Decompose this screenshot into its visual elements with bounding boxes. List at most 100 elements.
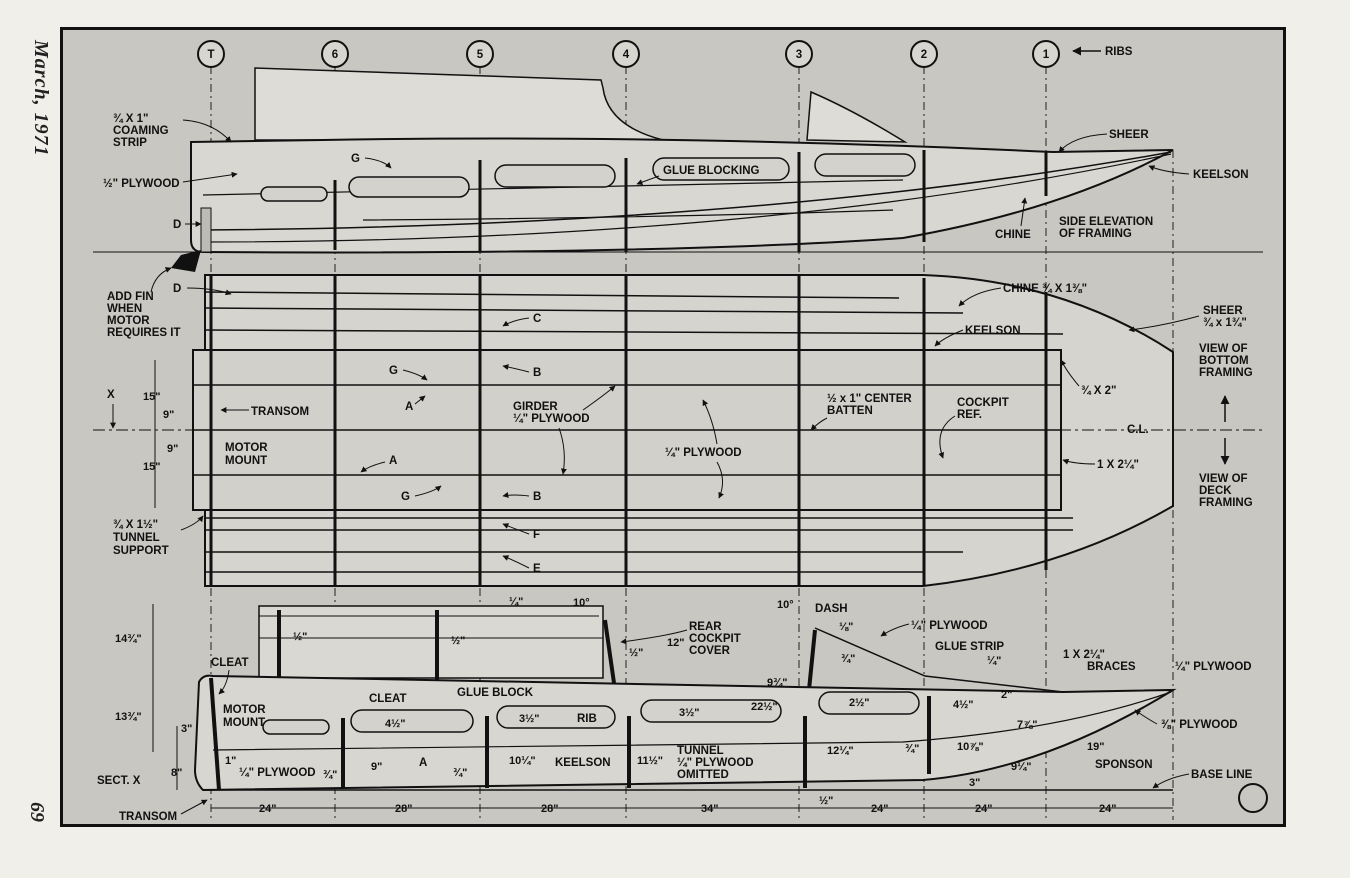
- dim-11-5: 11½": [637, 755, 663, 767]
- dim-9-top: 9": [163, 409, 174, 421]
- chine-label-side: CHINE: [995, 229, 1031, 241]
- dim-10-25: 10¼": [509, 755, 536, 767]
- glue-strip-label: GLUE STRIP: [935, 641, 1004, 653]
- dim-quarter-b: ¼": [987, 655, 1001, 667]
- dim-13-75: 13¾": [115, 711, 142, 723]
- svg-text:1: 1: [1043, 49, 1050, 61]
- a-label-plan-bottom: A: [389, 455, 397, 467]
- dim-12: 12": [667, 637, 684, 649]
- dim-2-5: 2½": [849, 697, 870, 709]
- d-label-side: D: [173, 219, 181, 231]
- glue-blocking-label: GLUE BLOCKING: [663, 165, 760, 177]
- span-34: 34": [701, 803, 718, 815]
- svg-text:4: 4: [623, 49, 630, 61]
- dim-9-75: 9¾": [767, 677, 788, 689]
- dim-half-bottom: ½": [819, 795, 833, 807]
- sponson-label: SPONSON: [1095, 759, 1153, 771]
- deck-framing-label-l1: VIEW OF: [1199, 473, 1248, 485]
- dim-3-left: 3": [181, 723, 192, 735]
- span-24-c: 24": [975, 803, 992, 815]
- center-line-label: C.L.: [1127, 424, 1149, 436]
- e-label: E: [533, 563, 541, 575]
- rib-marker-5: 5: [466, 40, 494, 68]
- dim-22-5: 22½": [751, 701, 778, 713]
- motor-mount-label-l2: MOUNT: [225, 455, 267, 467]
- keelson-label-section: KEELSON: [555, 757, 611, 769]
- fin-label-l3: MOTOR: [107, 315, 150, 327]
- svg-text:6: 6: [332, 49, 338, 61]
- section-profile-view: 14¾" 13¾" 3" 8" SECT. X TRANSOM CLEAT ½"…: [97, 596, 1268, 823]
- rear-cockpit-l2: COCKPIT: [689, 633, 741, 645]
- b-label-bottom: B: [533, 491, 541, 503]
- half-plywood-label: ½" PLYWOOD: [103, 178, 180, 190]
- cockpit-ref-label-l1: COCKPIT: [957, 397, 1009, 409]
- dim-14-75: 14¾": [115, 633, 142, 645]
- ribs-label: RIBS: [1105, 46, 1133, 58]
- dim-9: 9": [371, 761, 382, 773]
- fin-label-l2: WHEN: [107, 303, 142, 315]
- rear-cockpit-l3: COVER: [689, 645, 731, 657]
- span-24-a: 24": [259, 803, 276, 815]
- transom-label-section: TRANSOM: [119, 811, 177, 823]
- dim-3-5-a: 3½": [519, 713, 540, 725]
- dim-4-5-b: 4½": [953, 699, 974, 711]
- base-line-label: BASE LINE: [1191, 769, 1253, 781]
- dim-15-bottom: 15": [143, 461, 160, 473]
- rib-marker-4: 4: [612, 40, 640, 68]
- sect-x-label: SECT. X: [97, 775, 141, 787]
- rib-marker-1: 1: [1032, 40, 1060, 68]
- chine-label-plan: CHINE ¾ X 1⅜": [1003, 283, 1087, 295]
- svg-text:2: 2: [921, 49, 927, 61]
- dim-eighth: ⅛": [839, 621, 853, 633]
- fin-label-l1: ADD FIN: [107, 291, 154, 303]
- dim-4-5: 4½": [385, 718, 406, 730]
- tunnel-support-label-l2: TUNNEL: [113, 532, 160, 544]
- svg-text:3: 3: [796, 49, 802, 61]
- girder-label-l2: ¼" PLYWOOD: [513, 413, 590, 425]
- dim-3-5-b: 3½": [679, 707, 700, 719]
- side-elevation-title-l1: SIDE ELEVATION: [1059, 216, 1153, 228]
- quarter-plywood-label-plan: ¼" PLYWOOD: [665, 447, 742, 459]
- cleat-label-b: CLEAT: [369, 693, 406, 705]
- span-28-a: 28": [395, 803, 412, 815]
- keelson-label-side: KEELSON: [1193, 169, 1249, 181]
- motor-mount-label-l1: MOTOR: [225, 442, 268, 454]
- d-label-plan: D: [173, 283, 181, 295]
- dim-half-3: ½": [629, 647, 643, 659]
- cockpit-ref-label-l2: REF.: [957, 409, 982, 421]
- span-28-b: 28": [541, 803, 558, 815]
- a-label-section: A: [419, 757, 427, 769]
- span-24-b: 24": [871, 803, 888, 815]
- dash-label: DASH: [815, 603, 848, 615]
- dim-three-quarter-c: ¾": [453, 767, 467, 779]
- g-label-plan-bottom: G: [401, 491, 410, 503]
- dim-half-2: ½": [451, 635, 465, 647]
- g-label-side: G: [351, 153, 360, 165]
- dim-19: 19": [1087, 741, 1104, 753]
- braces-label: BRACES: [1087, 661, 1136, 673]
- coaming-label-l1: ¾ X 1": [113, 113, 149, 125]
- tunnel-omitted-l2: ¼" PLYWOOD: [677, 757, 754, 769]
- coaming-label-l3: STRIP: [113, 137, 147, 149]
- page-number: 69: [26, 802, 48, 822]
- sheer-label-plan-l1: SHEER: [1203, 305, 1243, 317]
- deck-framing-label-l3: FRAMING: [1199, 497, 1253, 509]
- rib-markers: T 6 5 4 3 2 1 RIBS: [197, 40, 1133, 68]
- girder-label-l1: GIRDER: [513, 401, 558, 413]
- dim-three-quarter-d: ¾": [905, 743, 919, 755]
- dim-10-deg-b: 10°: [777, 599, 794, 611]
- three-quarter-2-label: ¾ X 2": [1081, 385, 1117, 397]
- svg-text:T: T: [207, 49, 214, 61]
- sheer-label-side: SHEER: [1109, 129, 1149, 141]
- dim-3-right: 3": [969, 777, 980, 789]
- motor-mount-section-l2: MOUNT: [223, 717, 265, 729]
- coaming-label-l2: COAMING: [113, 125, 169, 137]
- rib-marker-6: 6: [321, 40, 349, 68]
- dim-1: 1": [225, 755, 236, 767]
- motor-mount-section-l1: MOTOR: [223, 704, 266, 716]
- rib-marker-2: 2: [910, 40, 938, 68]
- glue-block-label: GLUE BLOCK: [457, 687, 534, 699]
- quarter-plywood-label-right: ¼" PLYWOOD: [1175, 661, 1252, 673]
- b-label-top: B: [533, 367, 541, 379]
- bottom-framing-label-l3: FRAMING: [1199, 367, 1253, 379]
